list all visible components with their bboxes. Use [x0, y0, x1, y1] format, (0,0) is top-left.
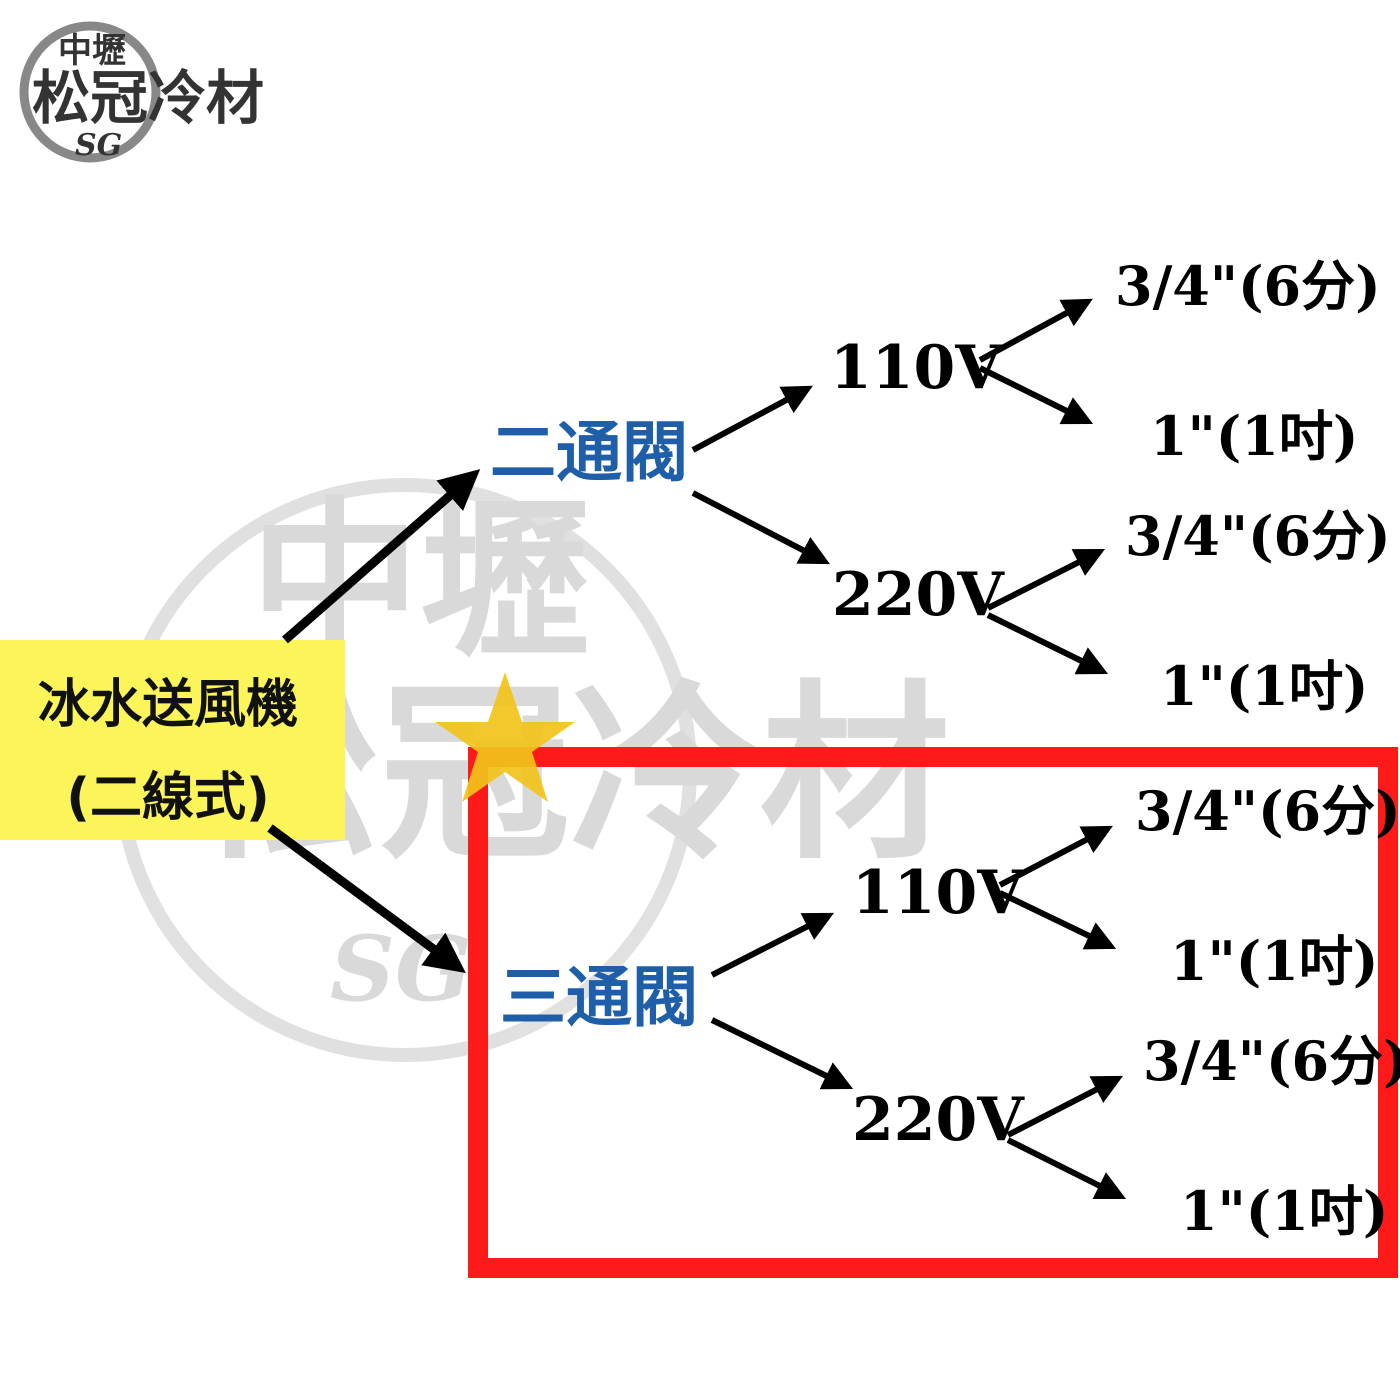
arrow-root-to-three-way — [267, 824, 466, 974]
logo-text-1: 中壢 — [58, 31, 126, 71]
logo-text-2: 松冠冷材 — [32, 64, 264, 132]
valve-arrows — [691, 385, 854, 1090]
logo-text-3: SG — [75, 128, 122, 163]
watermark-text-3: SG — [330, 916, 472, 1022]
root-highlight — [0, 640, 345, 840]
size-three-way-220v-1: 1"(1吋) — [1180, 1179, 1388, 1243]
voltage-three-way-220v: 220V — [852, 1085, 1025, 1155]
size-three-way-110v-3-4: 3/4"(6分) — [1135, 779, 1400, 843]
valve-two-way: 二通閥 — [490, 414, 688, 491]
root-subtitle: (二線式) — [66, 768, 270, 828]
size-three-way-220v-3-4: 3/4"(6分) — [1143, 1029, 1400, 1093]
voltage-two-way-110v: 110V — [830, 333, 1003, 403]
highlight-box — [468, 747, 1398, 1278]
size-two-way-220v-1: 1"(1吋) — [1160, 654, 1368, 718]
size-arrows — [978, 298, 1127, 1200]
root-title: 冰水送風機 — [38, 675, 298, 735]
voltage-two-way-220v: 220V — [832, 560, 1005, 630]
size-two-way-110v-3-4: 3/4"(6分) — [1115, 254, 1381, 318]
size-two-way-220v-3-4: 3/4"(6分) — [1125, 504, 1391, 568]
size-three-way-110v-1: 1"(1吋) — [1170, 929, 1378, 993]
size-two-way-110v-1: 1"(1吋) — [1150, 404, 1358, 468]
arrow-root-to-two-way — [282, 469, 481, 644]
logo: 中壢 松冠冷材 SG — [19, 21, 264, 163]
root-node: 冰水送風機 (二線式) — [0, 640, 345, 840]
voltage-three-way-110v: 110V — [852, 858, 1025, 928]
valve-three-way: 三通閥 — [500, 959, 698, 1036]
star-icon — [435, 672, 575, 802]
